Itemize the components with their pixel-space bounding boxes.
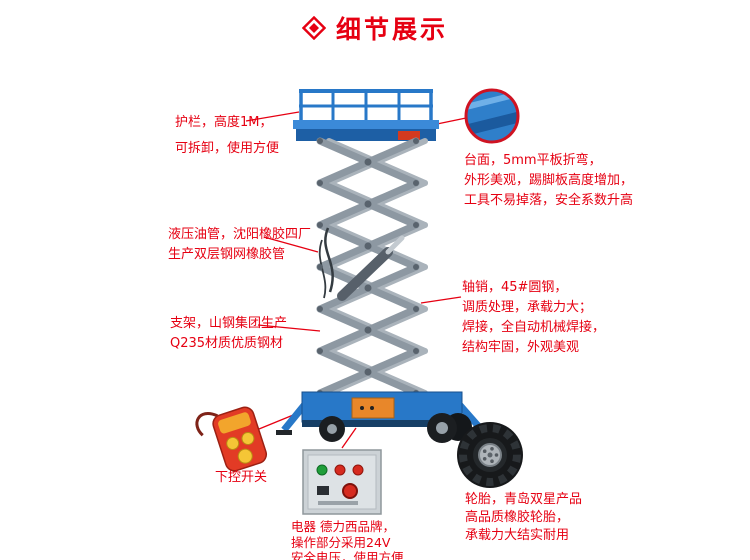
callout-remote: 下控开关: [202, 468, 280, 488]
hydraulic-cylinder: [337, 235, 405, 301]
callout-line: 支架，山钢集团生产: [170, 316, 288, 331]
callout-electric: 电器 德力西品牌， 操作部分采用24V 安全电压，使用方便: [291, 519, 404, 560]
callout-line: 护栏，高度1M，: [175, 115, 273, 130]
remote-control: [195, 406, 268, 472]
callout-line: 可拆卸，使用方便: [175, 141, 280, 156]
callout-line: 结构牢固，外观美观: [462, 340, 580, 355]
callout-hose: 液压油管，沈阳橡胶四厂 生产双层钢网橡胶管: [168, 225, 311, 265]
callout-line: 焊接，全自动机械焊接，: [462, 320, 606, 335]
scissor-arms-back: [326, 138, 428, 396]
page-header: 细节展示: [0, 10, 750, 46]
chassis-wheels: [319, 413, 472, 443]
electric-box: [302, 449, 382, 515]
callout-line: 操作部分采用24V: [291, 534, 391, 550]
callout-line: 轮胎，青岛双星产品: [465, 492, 583, 507]
tire-detail: [457, 422, 523, 488]
callout-line: 调质处理，承载力大；: [462, 300, 593, 315]
platform-detail-circle: [464, 88, 520, 144]
hydraulic-hose: [318, 227, 334, 299]
callout-line: 承载力大结实耐用: [465, 528, 570, 543]
callout-line: 安全电压，使用方便: [291, 550, 404, 560]
callout-line: 外形美观，踢脚板高度增加，: [464, 173, 634, 188]
callout-line: 生产双层钢网橡胶管: [168, 247, 286, 262]
callout-tire: 轮胎，青岛双星产品 高品质橡胶轮胎， 承载力大结实耐用: [465, 491, 582, 545]
callout-frame: 支架，山钢集团生产 Q235材质优质钢材: [170, 314, 287, 354]
callout-line: 高品质橡胶轮胎，: [465, 510, 570, 525]
callout-line: 电器 德力西品牌，: [291, 519, 395, 534]
page-title: 细节展示: [335, 15, 448, 44]
callout-line: 台面，5mm平板折弯，: [464, 153, 602, 168]
diamond-icon: [301, 16, 326, 40]
callout-pin: 轴销，45#圆钢， 调质处理，承载力大； 焊接，全自动机械焊接， 结构牢固，外观…: [462, 278, 605, 358]
platform-deck: [293, 120, 439, 141]
callout-line: 下控开关: [214, 470, 267, 485]
callout-line: 液压油管，沈阳橡胶四厂: [168, 227, 312, 242]
callout-guardrail: 护栏，高度1M， 可拆卸，使用方便: [175, 110, 279, 162]
guardrail: [299, 89, 433, 122]
scissor-lift: [276, 89, 488, 443]
callout-line: Q235材质优质钢材: [170, 336, 284, 351]
callout-line: 工具不易掉落，安全系数升高: [464, 193, 634, 208]
callout-platform: 台面，5mm平板折弯， 外形美观，踢脚板高度增加， 工具不易掉落，安全系数升高: [464, 151, 633, 211]
callout-line: 轴销，45#圆钢，: [462, 280, 568, 295]
